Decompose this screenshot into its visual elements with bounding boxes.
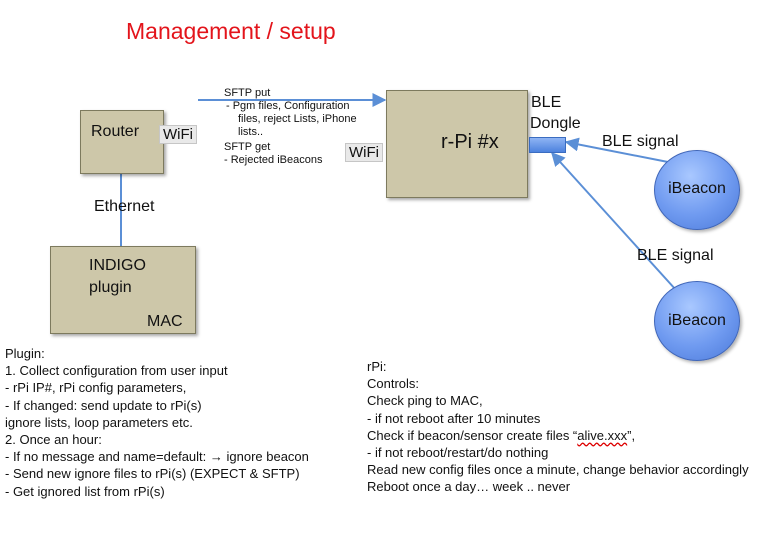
check-suffix: ”, [627, 427, 636, 443]
ibeacon-label-1: iBeacon [668, 180, 726, 197]
ibeacon-circle-2: iBeacon [654, 281, 740, 361]
rpi-note-line: - if not reboot after 10 minutes [367, 410, 541, 426]
rpi-label: r-Pi #x [441, 131, 499, 153]
page-title: Management / setup [126, 18, 336, 44]
rpi-note-line: - if not reboot/restart/do nothing [367, 445, 549, 461]
router-label: Router [91, 123, 140, 140]
rpi-box: r-Pi #x [386, 90, 528, 198]
sftp-info: SFTP put - Pgm files, Configuration file… [224, 87, 357, 167]
plugin-note-line: Plugin: [5, 346, 45, 361]
ble-dongle-icon [529, 137, 566, 153]
sftp-put-heading: SFTP put [224, 87, 271, 99]
ble-label: BLE [531, 94, 562, 111]
rpi-note-line: Read new config files once a minute, cha… [367, 462, 749, 478]
rpi-note-line: rPi: [367, 359, 387, 374]
plugin-note-line: 2. Once an hour: [5, 432, 102, 448]
dongle-label: Dongle [530, 115, 581, 132]
rpi-wifi-label: WiFi [345, 143, 383, 162]
sftp-put-item-2: files, reject Lists, iPhone [238, 113, 357, 125]
router-box: Router [80, 110, 164, 174]
ble-signal-label-2: BLE signal [637, 247, 714, 264]
plugin-notes: Plugin: 1. Collect configuration from us… [5, 345, 309, 500]
mac-label: MAC [147, 313, 183, 330]
sftp-put-item-3: lists.. [238, 126, 264, 138]
plugin-note-line: - Get ignored list from rPi(s) [5, 483, 165, 499]
plugin-note-line: - If no message and name=default: → igno… [5, 449, 309, 465]
sftp-get-item: - Rejected iBeacons [224, 154, 323, 166]
plugin-note-line: - If changed: send update to rPi(s) [5, 397, 202, 413]
router-wifi-label: WiFi [159, 125, 197, 144]
ibeacon-circle-1: iBeacon [654, 150, 740, 230]
ble-signal-label-1: BLE signal [602, 133, 679, 150]
rpi-note-line: Controls: [367, 376, 420, 392]
plugin-note-line: ignore lists, loop parameters etc. [5, 414, 193, 430]
sftp-get-heading: SFTP get [224, 141, 271, 153]
indigo-label: INDIGO [89, 257, 146, 274]
rpi-note-line: Check if beacon/sensor create files “ali… [367, 427, 749, 444]
ibeacon-label-2: iBeacon [668, 312, 726, 329]
ble-arrow-1 [564, 137, 669, 163]
rpi-notes: rPi: Controls: Check ping to MAC, - if n… [367, 358, 749, 496]
indigo-plugin-box: INDIGO plugin MAC [50, 246, 196, 334]
check-prefix: Check if beacon/sensor create files “ [367, 427, 578, 443]
plugin-note-line: - rPi IP#, rPi config parameters, [5, 380, 187, 396]
ble-arrow-2 [551, 151, 677, 291]
rpi-note-line: Reboot once a day… week .. never [367, 479, 571, 495]
ethernet-label: Ethernet [94, 198, 155, 215]
plugin-note-line: 1. Collect configuration from user input [5, 363, 228, 379]
sftp-put-item-1: - Pgm files, Configuration [226, 100, 350, 112]
plugin-note-line: - Send new ignore files to rPi(s) (EXPEC… [5, 466, 300, 482]
rpi-note-line: Check ping to MAC, [367, 393, 483, 409]
check-file-name: alive.xxx [577, 427, 628, 443]
plugin-label: plugin [89, 279, 132, 296]
